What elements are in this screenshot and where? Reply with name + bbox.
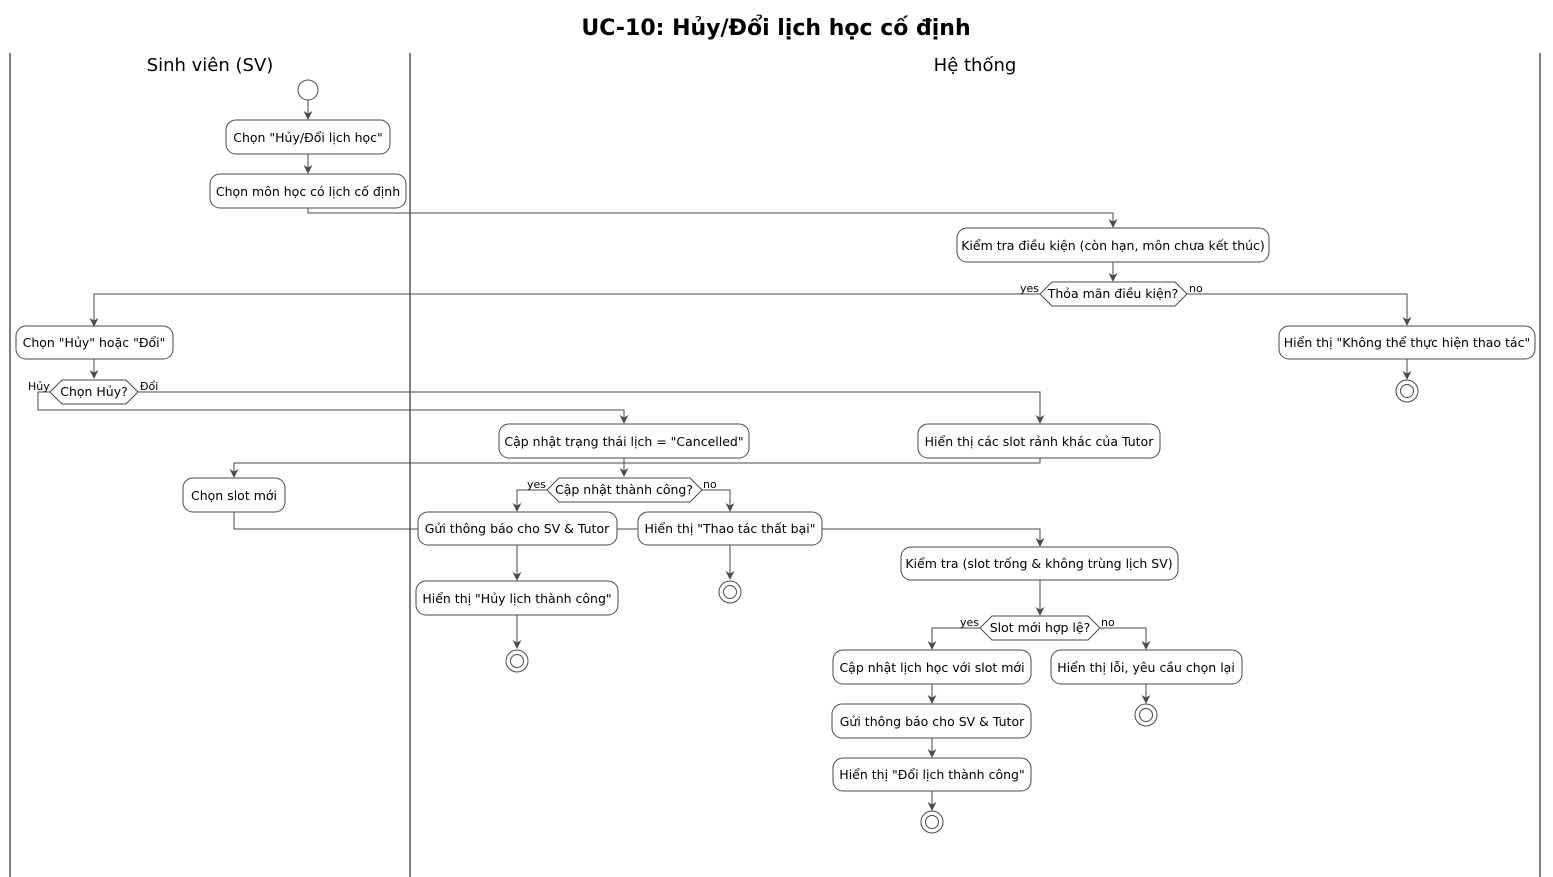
activity-show-error-choose-again: Hiển thị lỗi, yêu cầu chọn lại	[1050, 649, 1243, 685]
svg-text:Kiểm tra điều kiện (còn hạn, m: Kiểm tra điều kiện (còn hạn, môn chưa kế…	[961, 238, 1265, 253]
svg-text:no: no	[703, 478, 717, 491]
activity-choose-new-slot: Chọn slot mới	[182, 477, 286, 513]
end-node-cannot-perform	[1395, 379, 1419, 403]
end-node-cancel-success	[505, 649, 529, 673]
decision-slot-valid: Slot mới hợp lệ? yes no	[960, 615, 1115, 641]
svg-text:Chọn "Hủy/Đổi lịch học": Chọn "Hủy/Đổi lịch học"	[233, 130, 383, 145]
activity-check-conditions: Kiểm tra điều kiện (còn hạn, môn chưa kế…	[956, 227, 1270, 263]
svg-text:Cập nhật trạng thái lịch = "Ca: Cập nhật trạng thái lịch = "Cancelled"	[504, 434, 743, 449]
activity-choose-cancel-or-change: Chọn "Hủy" hoặc "Đổi"	[15, 325, 174, 360]
svg-text:yes: yes	[1020, 282, 1039, 295]
activity-send-notify-change: Gửi thông báo cho SV & Tutor	[831, 703, 1032, 739]
decision-update-success: Cập nhật thành công? yes no	[527, 477, 717, 503]
end-node-slot-error	[1134, 703, 1158, 727]
activity-show-cancel-success: Hiển thị "Hủy lịch thành công"	[415, 580, 619, 616]
edges	[37, 100, 1412, 811]
activity-show-free-slots: Hiển thị các slot rảnh khác của Tutor	[917, 423, 1161, 459]
svg-text:Chọn "Hủy" hoặc "Đổi": Chọn "Hủy" hoặc "Đổi"	[23, 335, 166, 350]
svg-text:Hiển thị "Đổi lịch thành công": Hiển thị "Đổi lịch thành công"	[839, 767, 1024, 782]
activity-show-cannot-perform: Hiển thị "Không thể thực hiện thao tác"	[1278, 325, 1536, 360]
activity-update-schedule-new-slot: Cập nhật lịch học với slot mới	[832, 649, 1032, 685]
decision-choose-cancel: Chọn Hủy? Hủy Đổi	[28, 379, 158, 405]
decision-conditions-met: Thỏa mãn điều kiện? yes no	[1020, 281, 1203, 307]
activity-check-slot: Kiểm tra (slot trống & không trùng lịch …	[900, 546, 1179, 581]
svg-text:Hủy: Hủy	[28, 380, 50, 393]
svg-text:Chọn Hủy?: Chọn Hủy?	[60, 384, 128, 399]
svg-text:Chọn môn học có lịch cố định: Chọn môn học có lịch cố định	[216, 184, 400, 199]
svg-text:Hiển thị "Hủy lịch thành công": Hiển thị "Hủy lịch thành công"	[422, 591, 611, 606]
start-node	[297, 79, 319, 101]
svg-text:no: no	[1189, 282, 1203, 295]
lane-title-system: Hệ thống	[934, 55, 1017, 76]
svg-text:Slot mới hợp lệ?: Slot mới hợp lệ?	[990, 620, 1090, 635]
svg-text:Hiển thị "Không thể thực hiện: Hiển thị "Không thể thực hiện thao tác"	[1284, 335, 1530, 350]
svg-text:Chọn slot mới: Chọn slot mới	[191, 488, 277, 503]
svg-text:Hiển thị lỗi, yêu cầu chọn lại: Hiển thị lỗi, yêu cầu chọn lại	[1057, 660, 1235, 675]
svg-text:Gửi thông báo cho SV & Tutor: Gửi thông báo cho SV & Tutor	[840, 714, 1025, 729]
lane-title-student: Sinh viên (SV)	[147, 55, 274, 76]
svg-text:yes: yes	[527, 478, 546, 491]
activity-select-cancel-change: Chọn "Hủy/Đổi lịch học"	[225, 119, 391, 155]
svg-text:Cập nhật lịch học với slot mới: Cập nhật lịch học với slot mới	[839, 660, 1024, 675]
activity-send-notify-cancel: Gửi thông báo cho SV & Tutor	[417, 511, 618, 546]
svg-text:Hiển thị các slot rảnh khác củ: Hiển thị các slot rảnh khác của Tutor	[925, 434, 1155, 449]
activity-update-status-cancelled: Cập nhật trạng thái lịch = "Cancelled"	[498, 423, 750, 459]
svg-text:yes: yes	[960, 616, 979, 629]
end-node-failed	[718, 580, 742, 604]
activity-show-failed: Hiển thị "Thao tác thất bại"	[637, 511, 823, 546]
svg-text:Kiểm tra (slot trống & không t: Kiểm tra (slot trống & không trùng lịch …	[905, 556, 1172, 571]
svg-text:no: no	[1101, 616, 1115, 629]
activity-show-change-success: Hiển thị "Đổi lịch thành công"	[832, 757, 1032, 792]
svg-text:Hiển thị "Thao tác thất bại": Hiển thị "Thao tác thất bại"	[645, 521, 816, 536]
diagram-title: UC-10: Hủy/Đổi lịch học cố định	[581, 15, 970, 41]
end-node-change-success	[920, 810, 944, 834]
svg-text:Đổi: Đổi	[140, 380, 158, 393]
svg-text:Gửi thông báo cho SV & Tutor: Gửi thông báo cho SV & Tutor	[425, 521, 610, 536]
svg-text:Cập nhật thành công?: Cập nhật thành công?	[555, 482, 693, 497]
svg-text:Thỏa mãn điều kiện?: Thỏa mãn điều kiện?	[1047, 286, 1179, 301]
activity-select-course: Chọn môn học có lịch cố định	[209, 173, 407, 209]
